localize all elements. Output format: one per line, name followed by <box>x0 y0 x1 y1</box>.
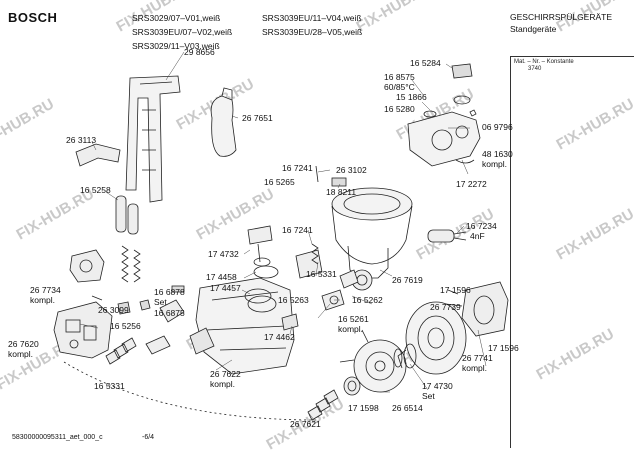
part-number[interactable]: 26 7739 <box>430 302 461 312</box>
hose-clamps <box>281 269 359 331</box>
part-number[interactable]: 26 7620 <box>8 339 39 349</box>
part-number[interactable]: kompl. <box>210 379 236 389</box>
part-number[interactable]: 16 6875 <box>154 308 185 318</box>
capacitor <box>427 229 467 243</box>
material-number-label: Mat. – Nr. – Konstante <box>514 59 574 65</box>
part-number[interactable]: 16 8575 <box>384 72 415 82</box>
watermark: FIX-HUB.RU <box>354 0 438 35</box>
part-number[interactable]: 17 1596 <box>440 285 471 295</box>
part-number[interactable]: 26 7622 <box>210 369 241 379</box>
coil-springs <box>121 245 141 283</box>
part-number[interactable]: 26 6514 <box>392 403 423 413</box>
model-line: SRS3039EU/28–V05,weiß <box>262 27 363 37</box>
bracket-clip <box>75 143 121 167</box>
part-number[interactable]: 16 5263 <box>278 295 309 305</box>
part-number[interactable]: 29 8656 <box>184 47 215 57</box>
part-number[interactable]: 16 5265 <box>264 177 295 187</box>
pump-hose <box>307 389 339 421</box>
watermark: FIX-HUB.RU <box>0 95 57 153</box>
part-number[interactable]: 16 5331 <box>306 269 337 279</box>
salt-cap <box>247 225 273 267</box>
part-number[interactable]: 26 7741 <box>462 353 493 363</box>
part-number[interactable]: 17 2272 <box>456 179 487 189</box>
drain-pump <box>445 281 509 337</box>
part-number[interactable]: 17 1596 <box>488 343 519 353</box>
part-number[interactable]: 17 1598 <box>348 403 379 413</box>
part-number[interactable]: Set <box>422 391 435 401</box>
rinse-aid-funnel <box>210 87 237 157</box>
pump-motor <box>397 301 467 375</box>
part-number[interactable]: kompl. <box>338 324 364 334</box>
level-sensor-parts <box>295 243 323 279</box>
part-number[interactable]: kompl. <box>462 363 488 373</box>
part-number[interactable]: 18 8211 <box>326 187 357 197</box>
part-number[interactable]: 16 5280 <box>384 104 415 114</box>
model-line: SRS3029/11–V03,weiß <box>132 41 220 51</box>
part-number[interactable]: 16 5262 <box>352 295 383 305</box>
brand-logo: BOSCH <box>8 10 58 25</box>
appliance-subcategory: Standgeräte <box>510 24 557 34</box>
part-number[interactable]: 60/85°C <box>384 82 415 92</box>
document-code: 58300000095311_aet_000_c <box>12 434 103 441</box>
side-panel <box>510 56 635 448</box>
hydraulic-manifold <box>53 301 113 359</box>
part-number[interactable]: 26 3113 <box>66 135 97 145</box>
part-number[interactable]: 26 3102 <box>336 165 367 175</box>
part-number[interactable]: 4nF <box>470 231 485 241</box>
material-number-value: 3740 <box>528 66 542 72</box>
part-number[interactable]: 26 3099 <box>98 305 129 315</box>
part-number[interactable]: 16 5261 <box>338 314 369 324</box>
part-number[interactable]: Set <box>154 297 167 307</box>
part-number[interactable]: kompl. <box>482 159 508 169</box>
part-number[interactable]: kompl. <box>30 295 56 305</box>
part-number[interactable]: 16 5256 <box>110 321 141 331</box>
model-line: SRS3029/07–V01,weiß <box>132 13 221 23</box>
small-fittings <box>117 299 151 315</box>
inlet-valve <box>69 249 105 311</box>
part-number[interactable]: 06 9796 <box>482 122 513 132</box>
appliance-category: GESCHIRRSPÜLGERÄTE <box>510 12 613 22</box>
part-number[interactable]: 16 5331 <box>94 381 125 391</box>
drain-hose-corrugated <box>63 337 331 421</box>
part-number[interactable]: 26 7621 <box>290 419 321 429</box>
leader-lines <box>79 51 487 421</box>
small-valve-parts <box>145 285 185 355</box>
page-number: -6/4 <box>142 434 155 441</box>
hose-tubes <box>115 195 139 235</box>
diverter-valve <box>407 63 481 167</box>
part-number[interactable]: 16 5284 <box>410 58 441 68</box>
part-number[interactable]: 48 1630 <box>482 149 513 159</box>
part-number[interactable]: 16 7234 <box>466 221 497 231</box>
part-number[interactable]: 17 4730 <box>422 381 453 391</box>
model-line: SRS3039EU/11–V04,weiß <box>262 13 362 23</box>
part-number[interactable]: 16 7241 <box>282 163 313 173</box>
part-number[interactable]: 26 7619 <box>392 275 423 285</box>
gasket-rings <box>244 265 279 304</box>
part-number[interactable]: 26 7651 <box>242 113 273 123</box>
part-number[interactable]: 16 7241 <box>282 225 313 235</box>
part-number[interactable]: 17 4458 <box>206 272 237 282</box>
part-number[interactable]: 17 4457 <box>210 283 241 293</box>
spray-pipe-assembly <box>125 75 181 203</box>
part-number[interactable]: 17 4732 <box>208 249 239 259</box>
part-number[interactable]: 16 6878 <box>154 287 185 297</box>
part-number[interactable]: kompl. <box>8 349 34 359</box>
part-number[interactable]: 17 4462 <box>264 332 295 342</box>
part-number[interactable]: 16 5258 <box>80 185 111 195</box>
pump-seals <box>343 343 417 396</box>
part-number[interactable]: 15 1866 <box>396 92 427 102</box>
part-number[interactable]: 26 7734 <box>30 285 61 295</box>
side-panel-rule <box>510 56 634 57</box>
water-softener-housing <box>189 277 295 375</box>
model-line: SRS3039EU/07–V02,weiß <box>132 27 233 37</box>
